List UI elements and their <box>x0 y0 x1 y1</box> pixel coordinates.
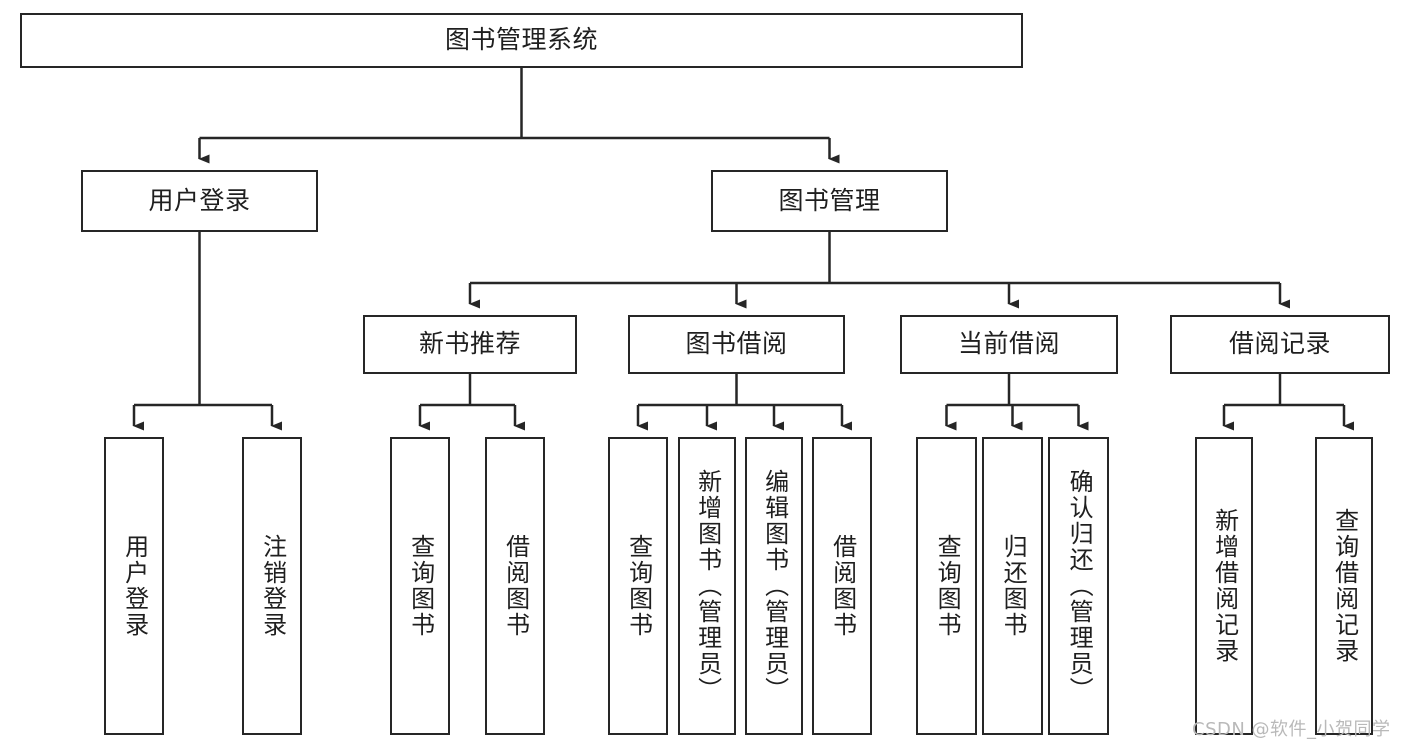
node-leaf-query-record: 查询借阅记录 <box>1315 437 1373 735</box>
node-label: 借阅记录 <box>1228 329 1331 359</box>
node-root: 图书管理系统 <box>20 13 1023 68</box>
node-label: 新书推荐 <box>418 329 521 359</box>
node-leaf-edit-book: 编辑图书（管理员） <box>745 437 803 735</box>
node-label: 新增图书（管理员） <box>693 469 722 703</box>
node-label: 查询图书 <box>933 534 962 638</box>
node-label: 借阅图书 <box>828 534 857 638</box>
node-label: 新增借阅记录 <box>1210 508 1239 664</box>
node-label: 当前借阅 <box>957 329 1060 359</box>
node-leaf-confirm-return: 确认归还（管理员） <box>1048 437 1109 735</box>
node-label: 借阅图书 <box>501 534 530 638</box>
node-label: 归还图书 <box>999 534 1028 638</box>
node-label: 查询图书 <box>624 534 653 638</box>
node-leaf-borrow-book-2: 借阅图书 <box>812 437 872 735</box>
node-current-borrow: 当前借阅 <box>900 315 1118 374</box>
node-new-book-rec: 新书推荐 <box>363 315 577 374</box>
node-label: 用户登录 <box>148 185 251 215</box>
node-label: 注销登录 <box>258 534 287 638</box>
node-label: 查询图书 <box>406 534 435 638</box>
node-label: 图书管理系统 <box>444 25 598 55</box>
node-leaf-add-record: 新增借阅记录 <box>1195 437 1253 735</box>
node-leaf-add-book: 新增图书（管理员） <box>678 437 736 735</box>
node-user-login: 用户登录 <box>81 170 318 232</box>
node-borrow-record: 借阅记录 <box>1170 315 1390 374</box>
node-label: 用户登录 <box>120 534 149 638</box>
node-label: 编辑图书（管理员） <box>760 469 789 703</box>
node-leaf-user-login: 用户登录 <box>104 437 164 735</box>
node-book-manage: 图书管理 <box>711 170 948 232</box>
node-leaf-user-logout: 注销登录 <box>242 437 302 735</box>
node-label: 图书借阅 <box>685 329 788 359</box>
node-leaf-borrow-book-1: 借阅图书 <box>485 437 545 735</box>
node-leaf-query-book-3: 查询图书 <box>916 437 977 735</box>
node-leaf-query-book-1: 查询图书 <box>390 437 450 735</box>
node-label: 图书管理 <box>778 185 881 215</box>
node-label: 查询借阅记录 <box>1330 508 1359 664</box>
node-label: 确认归还（管理员） <box>1065 469 1094 703</box>
node-leaf-query-book-2: 查询图书 <box>608 437 668 735</box>
node-book-borrow: 图书借阅 <box>628 315 845 374</box>
node-leaf-return-book: 归还图书 <box>982 437 1043 735</box>
